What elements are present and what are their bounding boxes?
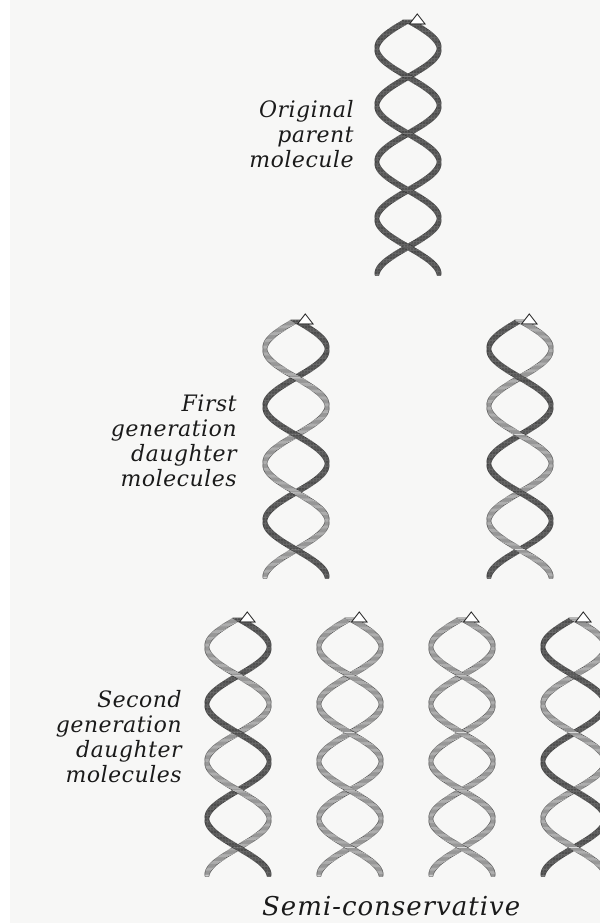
dna-helix (513, 608, 600, 886)
label-line: molecules (10, 763, 182, 788)
new-strand-segment (289, 491, 302, 493)
new-strand-segment (513, 549, 526, 551)
new-strand-segment (263, 577, 267, 579)
new-strand-segment (429, 875, 433, 877)
new-strand-segment (513, 434, 526, 436)
label-first-generation: First generation daughter molecules (40, 392, 237, 492)
new-strand-segment (343, 732, 356, 734)
strand-end-arrow-icon (576, 612, 592, 622)
new-strand-segment (317, 875, 321, 877)
strand-end-arrow-icon (240, 612, 256, 622)
old-strand-segment (567, 674, 580, 676)
dna-helix (177, 608, 299, 886)
old-strand-segment (541, 875, 545, 877)
old-strand-segment (401, 132, 414, 134)
old-strand-segment (401, 246, 414, 248)
new-strand-segment (455, 789, 468, 791)
label-second-generation: Second generation daughter molecules (10, 688, 182, 788)
old-strand-segment (231, 847, 244, 849)
old-strand-segment (231, 732, 244, 734)
dna-helix (401, 608, 523, 886)
dna-helix (347, 10, 469, 285)
old-strand-segment (401, 189, 414, 191)
new-strand-segment (455, 847, 468, 849)
strand-end-arrow-icon (410, 14, 426, 24)
scan-border (0, 0, 10, 923)
dna-helix (289, 608, 411, 886)
label-line: molecule (180, 148, 354, 173)
new-strand-segment (205, 875, 209, 877)
strand-end-arrow-icon (522, 314, 538, 324)
label-original-parent-molecule: Original parent molecule (180, 98, 354, 173)
new-strand-segment (567, 847, 580, 849)
new-strand-segment (567, 732, 580, 734)
old-strand-segment (567, 789, 580, 791)
old-strand-segment (513, 376, 526, 378)
strand-end-arrow-icon (464, 612, 480, 622)
label-line: Original (180, 98, 354, 123)
label-line: generation (10, 713, 182, 738)
label-line: First (40, 392, 237, 417)
strand-end-arrow-icon (298, 314, 314, 324)
new-strand-segment (455, 732, 468, 734)
label-line: generation (40, 417, 237, 442)
old-strand-segment (375, 274, 379, 276)
strand-end-arrow-icon (352, 612, 368, 622)
old-strand-segment (401, 76, 414, 78)
old-strand-segment (289, 434, 302, 436)
caption-semi-conservative: Semi-conservative (262, 892, 521, 922)
label-line: molecules (40, 467, 237, 492)
new-strand-segment (231, 789, 244, 791)
new-strand-segment (455, 674, 468, 676)
old-strand-segment (289, 549, 302, 551)
new-strand-segment (343, 789, 356, 791)
new-strand-segment (231, 674, 244, 676)
new-strand-segment (343, 674, 356, 676)
dna-helix (235, 310, 357, 588)
old-strand-segment (487, 577, 491, 579)
new-strand-segment (289, 376, 302, 378)
label-line: Second (10, 688, 182, 713)
label-line: daughter (10, 738, 182, 763)
old-strand-segment (513, 491, 526, 493)
dna-helix (459, 310, 581, 588)
new-strand-segment (343, 847, 356, 849)
label-line: daughter (40, 442, 237, 467)
label-line: parent (180, 123, 354, 148)
